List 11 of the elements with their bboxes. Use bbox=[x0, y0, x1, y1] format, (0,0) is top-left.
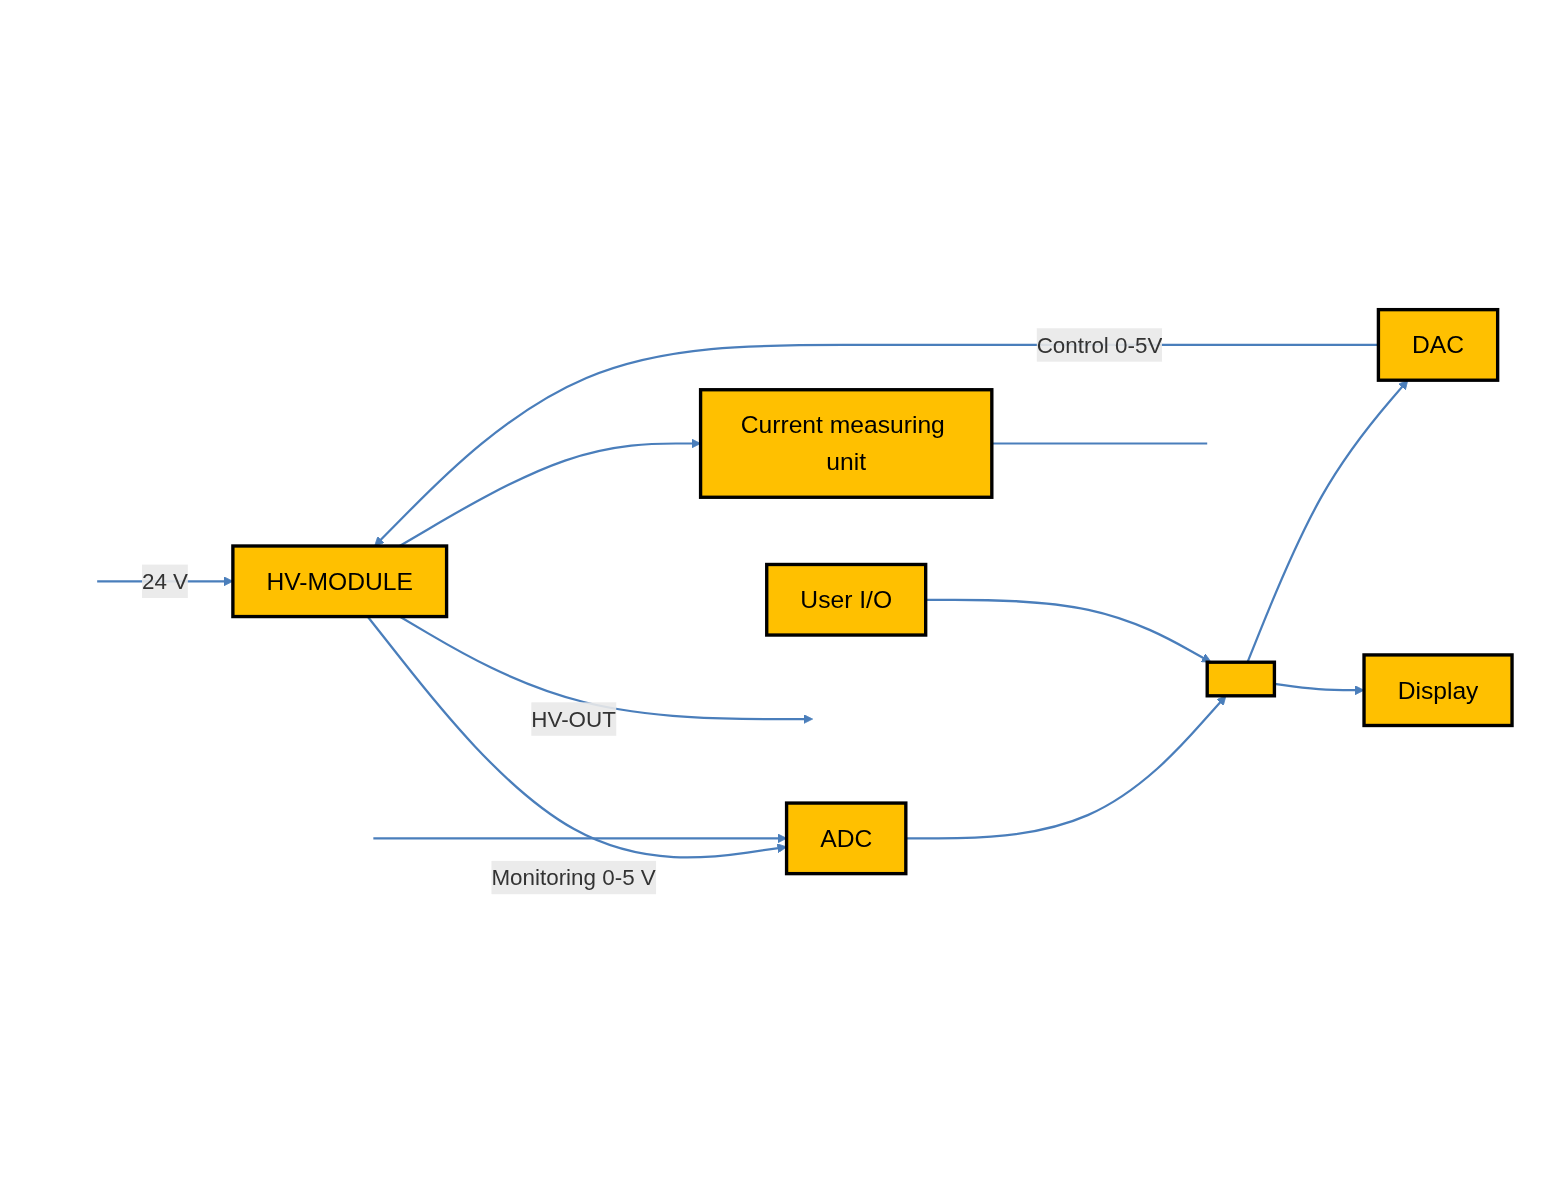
node-box: ADC bbox=[784, 800, 908, 875]
edge-label: 24 V bbox=[141, 568, 189, 594]
node-box: HV-MODULE bbox=[231, 543, 449, 618]
edge-label: HV-OUT bbox=[531, 706, 616, 731]
node-box: User I/O bbox=[765, 562, 928, 637]
node-box: Current measuring unit bbox=[698, 387, 994, 499]
edge-label: Control 0-5V bbox=[1036, 332, 1163, 357]
node-box: DAC bbox=[1376, 307, 1500, 382]
node-box: Display bbox=[1362, 652, 1514, 727]
edge-label: Monitoring 0-5 V bbox=[491, 864, 656, 890]
node-box bbox=[1205, 660, 1277, 697]
